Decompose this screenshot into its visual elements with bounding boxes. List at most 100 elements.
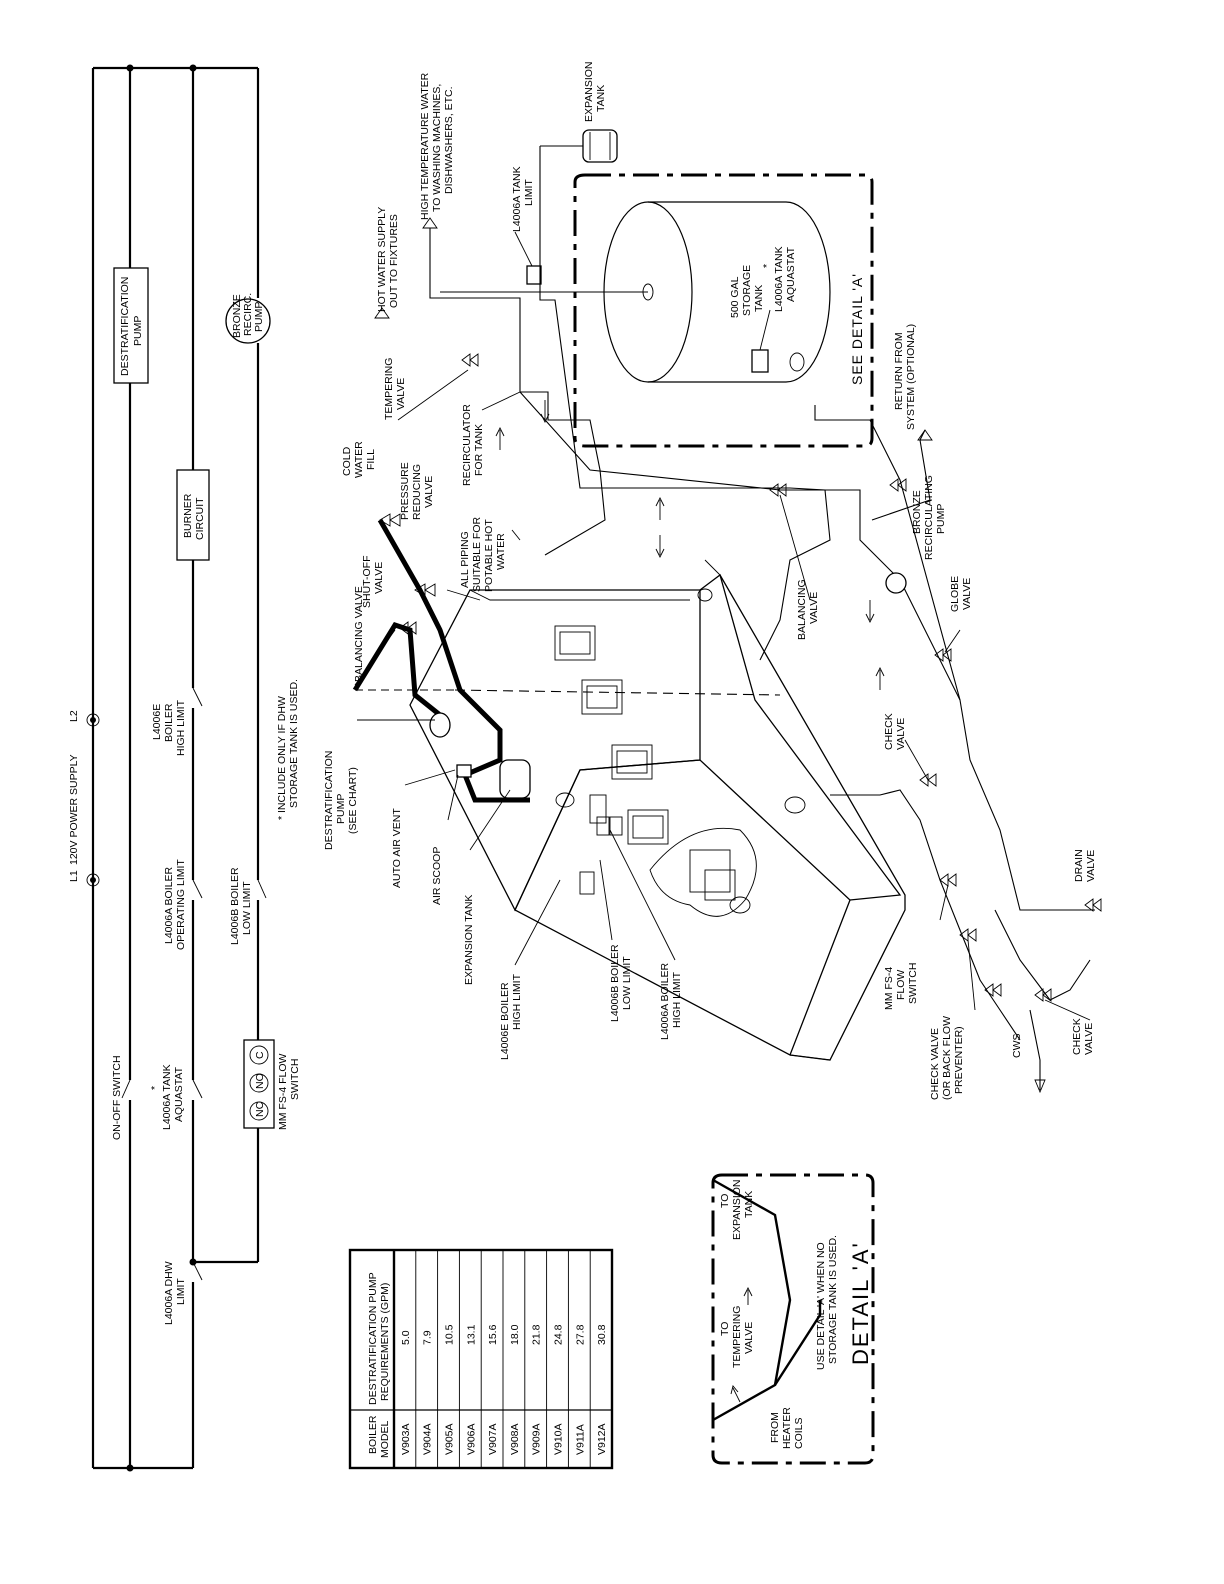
boiler-body	[409, 559, 906, 1061]
l2-terminal	[86, 713, 100, 727]
table-cell-model: V909A	[531, 1423, 543, 1455]
table-rows: V903A5.0V904A7.9V905A10.5V906A13.1V907A1…	[400, 1250, 608, 1468]
hot-water-out-arrow	[422, 217, 438, 229]
destrat-loop-heavy	[352, 622, 442, 717]
bronze-recirc-pump-3: PUMP	[935, 504, 947, 534]
use-detail-note-1: USE DETAIL 'A' WHEN NO	[815, 1242, 827, 1370]
storage-tank-3: TANK	[753, 285, 765, 312]
bronze-recirc-pump-circle	[225, 298, 271, 344]
check-valve-lower	[1034, 988, 1052, 1002]
recirc-pump-label-2: RECIRC.	[242, 293, 254, 336]
piping-aquastat-1: L4006A TANK	[773, 246, 785, 312]
table-cell-gpm: 27.8	[574, 1324, 586, 1345]
op-limit-label-1: L4006A BOILER	[163, 867, 175, 944]
globe-valve	[934, 648, 952, 662]
table-cell-gpm: 15.6	[487, 1324, 499, 1345]
table-cell-model: V905A	[444, 1423, 456, 1455]
check-valve-backflow-2: (OR BACK FLOW	[941, 1016, 953, 1100]
ladder-flow-switch-label-2: SWITCH	[289, 1059, 301, 1100]
check-valve-backflow-3: PREVENTER)	[953, 1026, 965, 1094]
op-limit-label-2: OPERATING LIMIT	[175, 859, 187, 950]
destrat-pump-piping-1: DESTRATIFICATION	[323, 751, 335, 850]
table-cell-gpm: 13.1	[465, 1324, 477, 1345]
air-scoop-label: AIR SCOOP	[431, 847, 443, 905]
destrat-pump-label-2: PUMP	[132, 316, 144, 346]
pressure-reducing-3: VALVE	[423, 476, 435, 508]
to-expansion-3: TANK	[743, 1191, 755, 1218]
table-cell-model: V904A	[422, 1423, 434, 1455]
detail-a: TO EXPANSION TANK TO TEMPERING VALVE FRO…	[711, 1173, 875, 1465]
return-valve	[889, 478, 907, 492]
high-limit-label-1: L4006E	[151, 704, 163, 740]
all-piping-2: SUITABLE FOR	[471, 517, 483, 592]
terminal-nc: NC	[254, 1101, 266, 1117]
pressure-reducing-1: PRESSURE	[399, 462, 411, 520]
shut-off-valve-1: SHUT-OFF	[361, 556, 373, 609]
from-heater-1: FROM	[769, 1412, 781, 1443]
from-heater-3: COILS	[793, 1417, 805, 1449]
high-limit-label-3: HIGH LIMIT	[175, 699, 187, 756]
cws-label: CWS	[1011, 1034, 1023, 1059]
l4006b-piping-1: L4006B BOILER	[609, 944, 621, 1022]
see-detail-label: SEE DETAIL 'A'	[849, 273, 865, 385]
use-detail-note-2: STORAGE TANK IS USED.	[827, 1235, 839, 1364]
burner-circuit-label-1: BURNER	[182, 493, 194, 538]
ladder-note-2: STORAGE TANK IS USED.	[288, 679, 300, 808]
l4006a-piping-1: L4006A BOILER	[659, 963, 671, 1040]
power-supply-label: 120V POWER SUPPLY	[68, 754, 80, 865]
table-cell-model: V903A	[400, 1423, 412, 1455]
check-valve-lower-1: CHECK	[1071, 1018, 1083, 1055]
table-header-gpm-2: REQUIREMENTS (GPM)	[379, 1283, 391, 1401]
globe-valve-1: GLOBE	[949, 576, 961, 612]
pump-requirements-table: V903A5.0V904A7.9V905A10.5V906A13.1V907A1…	[348, 1248, 614, 1470]
check-valve-upper-1: CHECK	[883, 713, 895, 750]
ladder-flow-switch-label-1: MM FS-4 FLOW	[277, 1053, 289, 1130]
flow-switch-piping-3: SWITCH	[907, 963, 919, 1004]
table-cell-model: V907A	[487, 1423, 499, 1455]
high-temp-water-2: TO WASHING MACHINES,	[431, 84, 443, 212]
storage-tank-1: 500 GAL	[729, 276, 741, 318]
all-piping-3: POTABLE HOT	[483, 519, 495, 592]
shut-off-valve	[414, 583, 436, 597]
terminal-c: C	[254, 1051, 266, 1059]
destrat-pump-label-1: DESTRATIFICATION	[119, 277, 131, 376]
recirculator-2: FOR TANK	[473, 424, 485, 476]
l4006e-piping-1: L4006E BOILER	[499, 982, 511, 1060]
terminal-no: NO	[254, 1073, 266, 1089]
drain-pipe	[994, 909, 1091, 1001]
l4006b-piping-2: LOW LIMIT	[621, 956, 633, 1010]
cws-inlet-pipe	[1029, 1009, 1041, 1090]
high-limit-label-2: BOILER	[163, 703, 175, 742]
return-from-system-2: SYSTEM (OPTIONAL)	[905, 324, 917, 430]
piping-aquastat-2: AQUASTAT	[785, 246, 797, 302]
table-cell-model: V908A	[509, 1423, 521, 1455]
piping-diagram: HOT WATER SUPPLY OUT TO FIXTURES HIGH TE…	[323, 62, 1102, 1100]
low-limit-label-2: LOW LIMIT	[241, 881, 253, 935]
flow-switch-piping-2: FLOW	[895, 970, 907, 1000]
bronze-recirc-pump-1: BRONZE	[911, 490, 923, 534]
tank-limit-2: LIMIT	[523, 179, 535, 206]
balancing-valve-right	[769, 483, 787, 497]
globe-valve-2: VALVE	[961, 578, 973, 610]
on-off-switch-label: ON-OFF SWITCH	[111, 1055, 123, 1140]
recirculator-1: RECIRCULATOR	[461, 404, 473, 486]
detail-a-expansion-pipe	[773, 1300, 822, 1386]
l1-label: L1	[68, 870, 80, 882]
return-pipe	[519, 391, 1095, 911]
tempering-valve-2: VALVE	[395, 378, 407, 410]
table-cell-gpm: 5.0	[400, 1330, 412, 1345]
shut-off-valve-2: VALVE	[373, 562, 385, 594]
hot-water-supply-1: HOT WATER SUPPLY	[376, 207, 388, 312]
cws-valve	[984, 983, 1002, 997]
cold-water-fill-valve	[379, 513, 401, 527]
piping-aquastat-star: *	[761, 264, 773, 268]
ladder-aquastat-label-2: AQUASTAT	[173, 1066, 185, 1122]
bronze-circulating-pump	[885, 572, 907, 594]
return-from-system-1: RETURN FROM	[893, 332, 905, 410]
hot-water-supply-2: OUT TO FIXTURES	[388, 214, 400, 308]
table-cell-gpm: 18.0	[509, 1324, 521, 1345]
check-valve-backflow-1: CHECK VALVE	[929, 1028, 941, 1100]
fixture-arrow	[374, 307, 390, 319]
destratification-pump	[429, 712, 451, 738]
